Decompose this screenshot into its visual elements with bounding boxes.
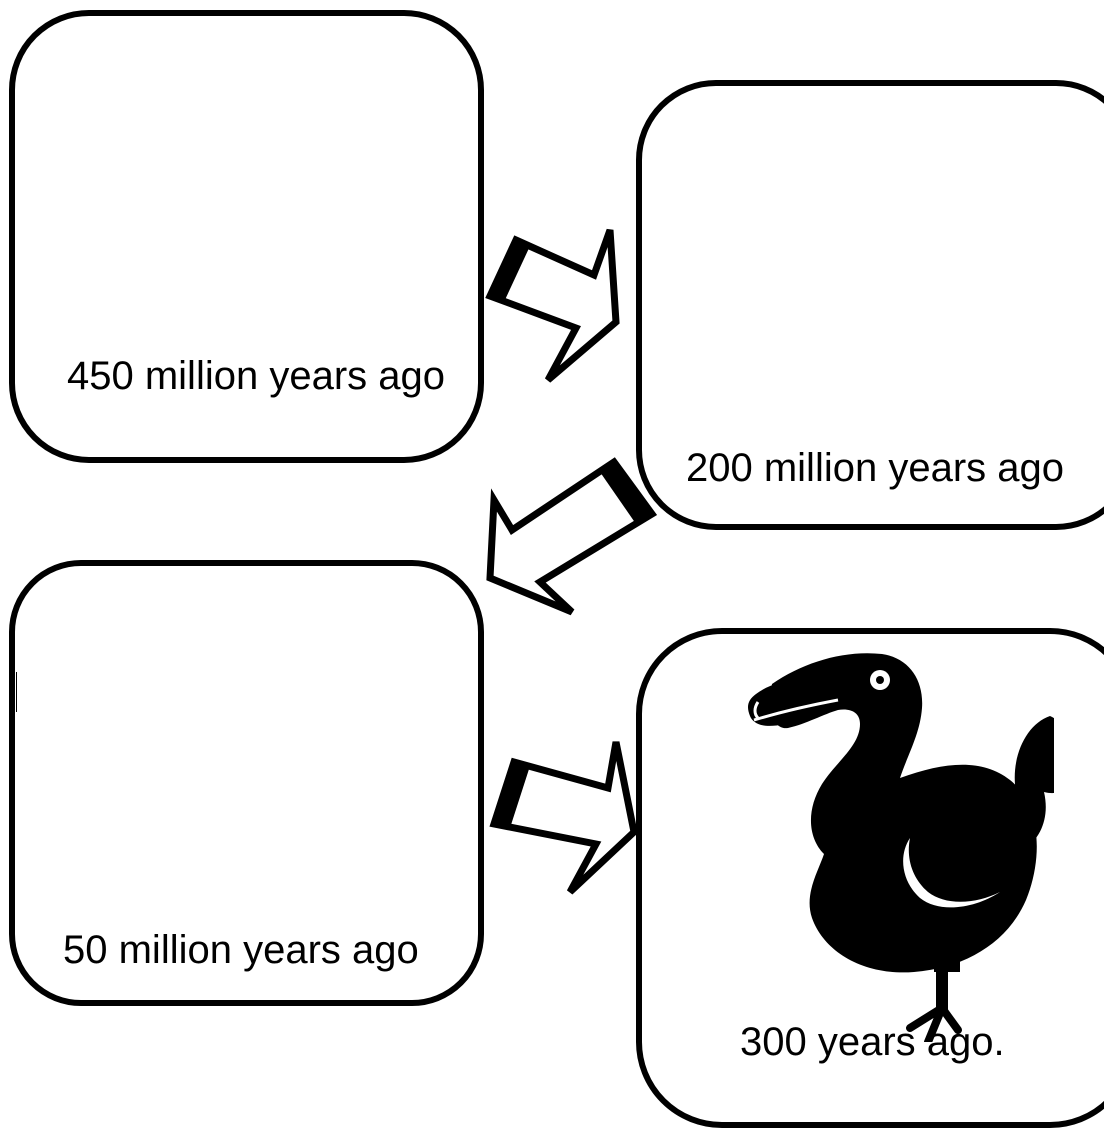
outline-arrow-icon [490,230,616,380]
outline-arrow-icon [490,462,652,612]
edge-mark [16,672,17,712]
outline-arrow-icon [494,742,634,892]
arrow-layer [0,0,1104,1074]
evolution-timeline-diagram: { "panels": [ { "caption": "450 million … [0,0,1104,1074]
